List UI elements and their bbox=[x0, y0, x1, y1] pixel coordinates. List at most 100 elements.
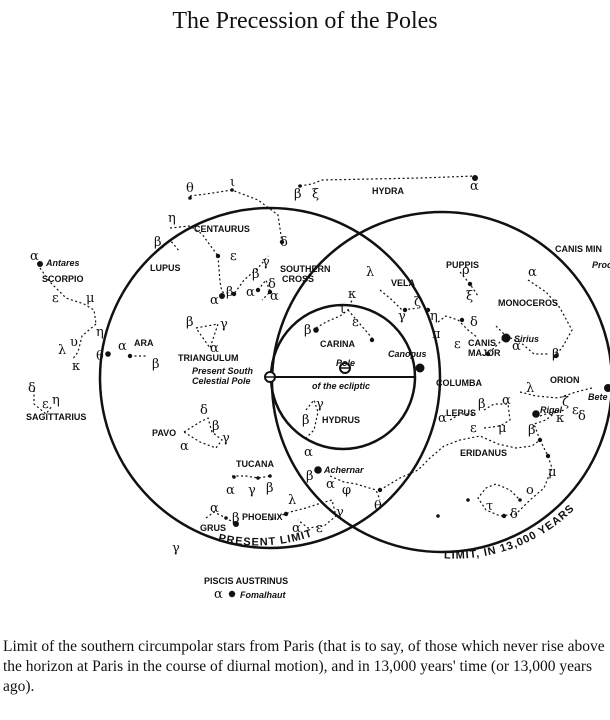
label-canis-major-1: CANIS bbox=[468, 338, 496, 348]
precession-star-map: PRESENT LIMIT LIMIT, IN 13,000 YEARS bbox=[26, 175, 610, 602]
star bbox=[466, 498, 470, 502]
star bbox=[224, 516, 228, 520]
svg-text:γ: γ bbox=[398, 309, 406, 324]
label-centaurus: CENTAURUS bbox=[194, 224, 250, 234]
label-pavo: PAVO bbox=[152, 428, 176, 438]
star bbox=[377, 487, 383, 493]
svg-text:α: α bbox=[528, 265, 537, 280]
svg-text:γ: γ bbox=[172, 541, 180, 556]
star bbox=[188, 196, 192, 200]
star bbox=[219, 293, 225, 299]
svg-text:δ: δ bbox=[470, 315, 478, 330]
svg-text:β: β bbox=[252, 267, 260, 282]
svg-text:α: α bbox=[30, 249, 39, 264]
label-canis-minor: CANIS MIN bbox=[555, 244, 602, 254]
svg-text:κ: κ bbox=[72, 359, 80, 374]
star bbox=[256, 476, 260, 480]
svg-text:α: α bbox=[180, 439, 189, 454]
star bbox=[313, 327, 319, 333]
svg-text:η: η bbox=[96, 325, 104, 340]
label-grus: GRUS bbox=[200, 523, 226, 533]
label-southern-cross-2: CROSS bbox=[282, 274, 314, 284]
star bbox=[215, 253, 221, 259]
svg-text:μ: μ bbox=[548, 465, 556, 480]
svg-text:η: η bbox=[168, 211, 176, 226]
svg-text:β: β bbox=[226, 285, 234, 300]
svg-text:δ: δ bbox=[280, 235, 288, 250]
svg-text:κ: κ bbox=[348, 287, 356, 302]
svg-text:λ: λ bbox=[526, 381, 534, 396]
svg-text:β: β bbox=[152, 357, 160, 372]
svg-text:α: α bbox=[210, 293, 219, 308]
svg-text:γ: γ bbox=[316, 397, 324, 412]
label-eridanus: ERIDANUS bbox=[460, 448, 507, 458]
star bbox=[459, 317, 465, 323]
svg-text:α: α bbox=[210, 341, 219, 356]
svg-text:δ: δ bbox=[200, 403, 208, 418]
svg-text:ε: ε bbox=[42, 397, 49, 412]
label-lupus: LUPUS bbox=[150, 263, 181, 273]
star bbox=[485, 351, 491, 357]
svg-text:γ: γ bbox=[222, 431, 230, 446]
star bbox=[402, 307, 408, 313]
svg-text:α: α bbox=[512, 339, 521, 354]
label-monoceros: MONOCEROS bbox=[498, 298, 558, 308]
label-canis-major-2: MAJOR bbox=[468, 348, 501, 358]
star-sirius bbox=[501, 333, 511, 343]
svg-text:γ: γ bbox=[262, 255, 270, 270]
label-sagittarius: SAGITTARIUS bbox=[26, 412, 86, 422]
svg-text:ε: ε bbox=[352, 315, 359, 330]
svg-text:β: β bbox=[304, 323, 312, 338]
svg-text:μ: μ bbox=[498, 421, 506, 436]
star-rigel bbox=[532, 410, 540, 418]
svg-text:β: β bbox=[306, 469, 314, 484]
star bbox=[436, 514, 440, 518]
svg-text:ε: ε bbox=[52, 291, 59, 306]
svg-text:ξ: ξ bbox=[466, 289, 473, 304]
svg-text:γ: γ bbox=[248, 483, 256, 498]
svg-text:ι: ι bbox=[230, 175, 235, 190]
label-phoenix: PHOENIX bbox=[242, 512, 283, 522]
svg-text:β: β bbox=[294, 187, 302, 202]
star-antares bbox=[37, 261, 43, 267]
label-piscis-austrinus: PISCIS AUSTRINUS bbox=[204, 576, 288, 586]
star bbox=[369, 337, 375, 343]
label-vela: VELA bbox=[391, 278, 416, 288]
star bbox=[425, 307, 431, 313]
svg-text:ε: ε bbox=[316, 521, 323, 536]
star bbox=[105, 351, 111, 357]
svg-text:υ: υ bbox=[70, 335, 78, 350]
svg-text:β: β bbox=[212, 419, 220, 434]
svg-text:α: α bbox=[292, 521, 301, 536]
label-carina: CARINA bbox=[320, 339, 355, 349]
svg-text:δ: δ bbox=[268, 277, 276, 292]
label-canopus: Canopus bbox=[388, 349, 427, 359]
label-lepus: LEPUS bbox=[446, 408, 476, 418]
svg-text:β: β bbox=[528, 423, 536, 438]
label-procyon: Proc bbox=[592, 260, 610, 270]
svg-text:τ: τ bbox=[486, 499, 493, 514]
svg-text:β: β bbox=[232, 511, 240, 526]
star bbox=[230, 188, 234, 192]
star bbox=[537, 437, 543, 443]
svg-text:δ: δ bbox=[28, 381, 36, 396]
star bbox=[127, 353, 133, 359]
label-triangulum: TRIANGULUM bbox=[178, 353, 239, 363]
label-columba: COLUMBA bbox=[436, 378, 482, 388]
star bbox=[255, 287, 261, 293]
label-tucana: TUCANA bbox=[236, 459, 274, 469]
star bbox=[231, 291, 237, 297]
star-achernar bbox=[314, 466, 322, 474]
svg-text:α: α bbox=[118, 339, 127, 354]
svg-text:α: α bbox=[470, 179, 479, 194]
svg-text:α: α bbox=[214, 587, 223, 602]
label-puppis: PUPPIS bbox=[446, 260, 479, 270]
label-achernar: Achernar bbox=[323, 465, 364, 475]
constellation-labels: HYDRA CANIS MIN CENTAURUS Antares SCORPI… bbox=[26, 186, 610, 602]
constellation-lines bbox=[33, 175, 593, 529]
svg-text:α: α bbox=[210, 501, 219, 516]
label-hydra: HYDRA bbox=[372, 186, 405, 196]
svg-text:π: π bbox=[432, 327, 441, 342]
svg-text:λ: λ bbox=[288, 493, 296, 508]
label-sirius: Sirius bbox=[514, 334, 539, 344]
